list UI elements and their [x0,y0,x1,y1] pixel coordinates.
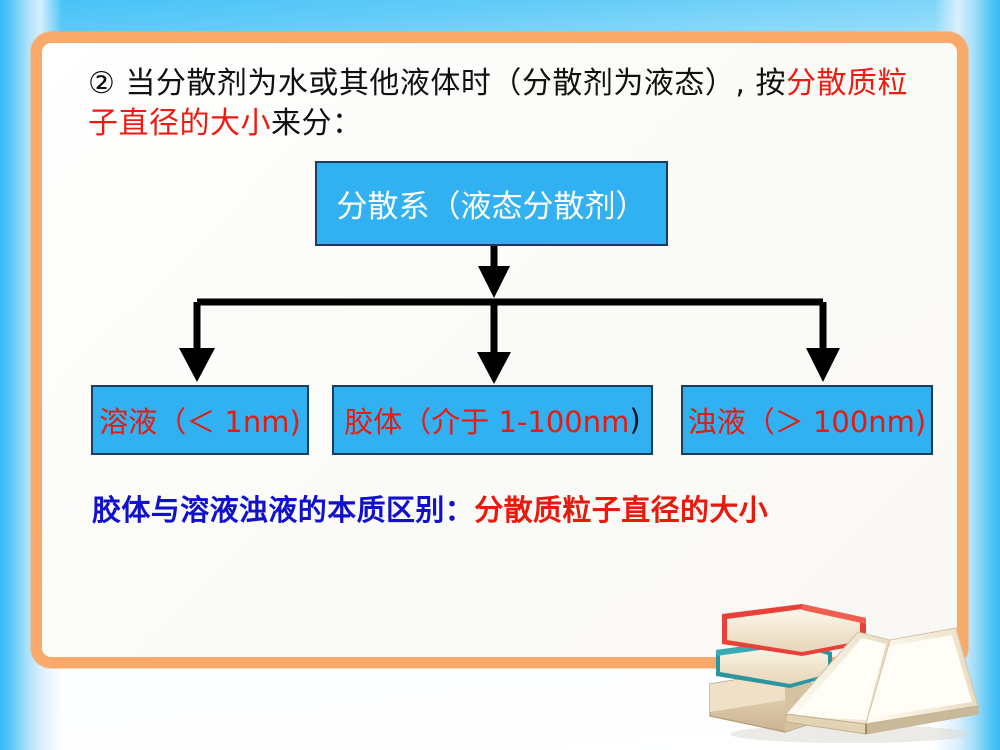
summary-line: 胶体与溶液浊液的本质区别：分散质粒子直径的大小 [92,487,768,529]
summary-blue-text: 胶体与溶液浊液的本质区别： [92,493,475,527]
flow-box-turbid-liquid[interactable]: 浊液（＞ 100nm) [681,385,933,455]
page-title: ② 当分散剂为水或其他液体时（分散剂为液态）, 按分散质粒子直径的大小来分： [88,64,908,144]
flow-box-colloid[interactable]: 胶体（介于 1-100nm) [332,385,653,455]
headline-segment-1: ② 当分散剂为水或其他液体时（分散剂为液态）, 按 [88,66,787,101]
flow-box-label: 胶体（介于 1-100nm [344,405,630,439]
flow-box-label: 分散系（液态分散剂） [336,189,647,225]
flow-box-solution[interactable]: 溶液（＜ 1nm) [91,385,309,455]
headline-segment-3: 来分： [271,106,363,142]
arrowhead-left [179,348,215,382]
summary-red-text: 分散质粒子直径的大小 [474,493,769,527]
headline-segment-2-red: 分散质粒子直径的大小 [88,66,909,142]
stack-of-books-illustration [709,604,979,743]
flow-box-label-suffix: ) [629,403,641,437]
arrowhead-center [477,352,511,384]
arrowhead-root [478,266,510,298]
flow-box-label: 溶液（＜ 1nm) [99,405,301,439]
arrowhead-right [806,348,840,382]
flow-box-label: 浊液（＞ 100nm) [687,405,927,439]
flow-box-dispersion-system[interactable]: 分散系（液态分散剂） [315,161,668,246]
